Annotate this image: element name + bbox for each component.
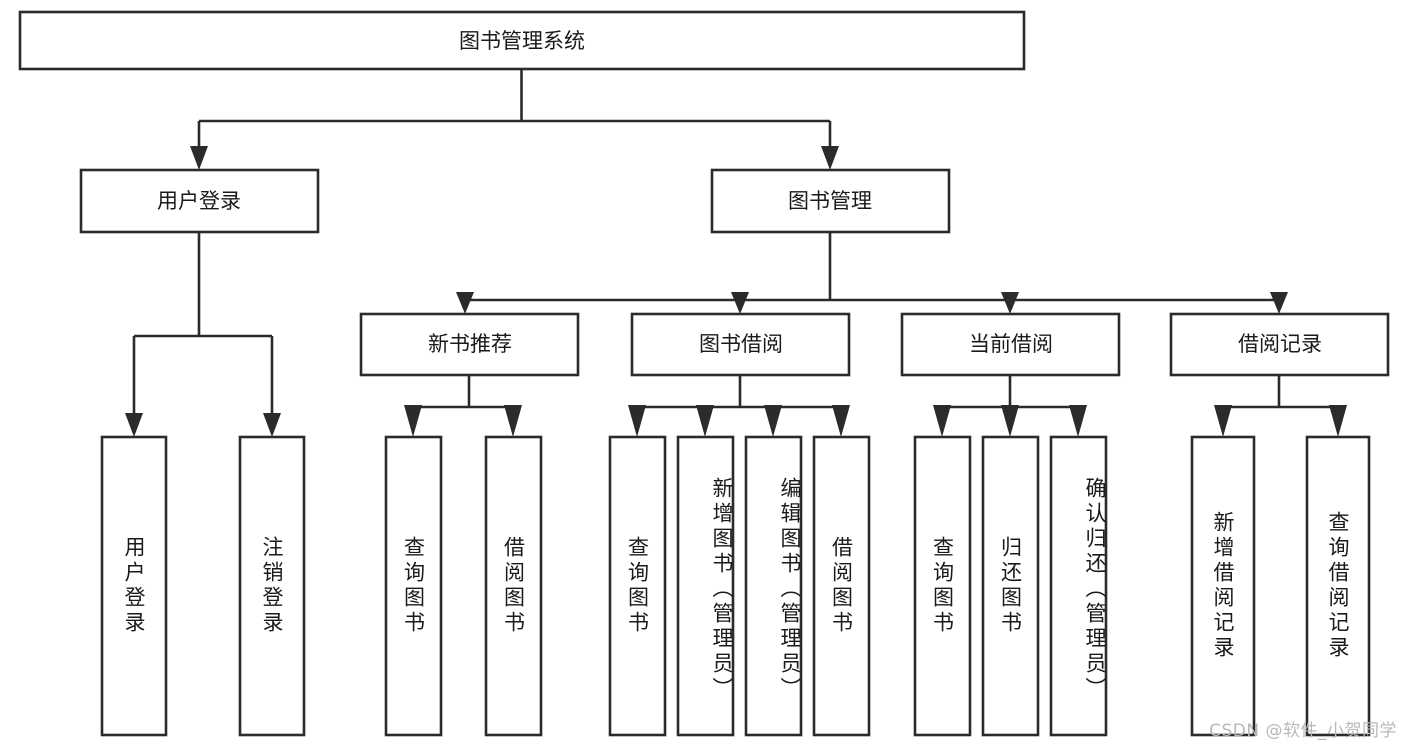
node-leaf-add-book-box[interactable] <box>676 435 735 737</box>
node-book-borrow-box[interactable] <box>630 312 851 377</box>
node-user-login-label: 用户登录 <box>157 189 241 213</box>
arrow-head-borrow-record <box>1270 292 1288 314</box>
node-root[interactable]: 图书管理系统 <box>18 10 1026 71</box>
arrow-head-leaf-borrow-book-1 <box>504 405 522 437</box>
arrow-head-user-login <box>190 146 208 170</box>
node-leaf-return-book-box[interactable] <box>981 435 1040 737</box>
node-leaf-borrow-book-2-box[interactable] <box>812 435 871 737</box>
node-leaf-user-login-box[interactable] <box>100 435 168 737</box>
node-borrow-record-box[interactable] <box>1169 312 1390 377</box>
arrow-head-new-book-recommend <box>456 292 474 314</box>
arrow-head-leaf-query-record <box>1329 405 1347 437</box>
node-new-book-recommend-label: 新书推荐 <box>428 332 512 356</box>
node-leaf-query-book-2-box[interactable] <box>608 435 667 737</box>
arrow-head-book-borrow <box>731 292 749 314</box>
node-leaf-query-book-3-box[interactable] <box>913 435 972 737</box>
node-leaf-borrow-book-1-box[interactable] <box>484 435 543 737</box>
node-leaf-add-record-box[interactable] <box>1190 435 1256 737</box>
watermark-text: CSDN @软件_小贺同学 <box>1209 721 1397 741</box>
arrow-head-leaf-query-book-3 <box>933 405 951 437</box>
arrow-head-leaf-user-logout <box>263 413 281 437</box>
node-current-borrow-label: 当前借阅 <box>969 332 1053 356</box>
arrow-head-leaf-confirm-return <box>1069 405 1087 437</box>
arrow-head-leaf-add-record <box>1214 405 1232 437</box>
leaf-box-group <box>100 435 1371 737</box>
node-book-borrow-label: 图书借阅 <box>699 332 783 356</box>
node-book-management-label: 图书管理 <box>788 189 872 213</box>
connector-group <box>125 69 1347 437</box>
node-new-book-recommend-box[interactable] <box>359 312 580 377</box>
node-leaf-edit-book-box[interactable] <box>744 435 803 737</box>
arrow-head-leaf-query-book-2 <box>628 405 646 437</box>
node-leaf-query-record-box[interactable] <box>1305 435 1371 737</box>
arrow-head-current-borrow <box>1001 292 1019 314</box>
node-leaf-query-book-1-box[interactable] <box>384 435 443 737</box>
node-leaf-user-logout-box[interactable] <box>238 435 306 737</box>
arrow-head-leaf-user-login <box>125 413 143 437</box>
node-book-borrow[interactable]: 图书借阅 <box>630 312 851 377</box>
node-user-login-box[interactable] <box>79 168 320 234</box>
node-current-borrow[interactable]: 当前借阅 <box>900 312 1121 377</box>
node-root-box[interactable] <box>18 10 1026 71</box>
arrow-head-leaf-return-book <box>1001 405 1019 437</box>
arrow-head-leaf-add-book <box>696 405 714 437</box>
node-user-login[interactable]: 用户登录 <box>79 168 320 234</box>
arrow-head-leaf-query-book-1 <box>404 405 422 437</box>
arrow-head-book-management <box>821 146 839 170</box>
node-book-management-box[interactable] <box>710 168 951 234</box>
node-borrow-record[interactable]: 借阅记录 <box>1169 312 1390 377</box>
node-new-book-recommend[interactable]: 新书推荐 <box>359 312 580 377</box>
node-leaf-confirm-return-box[interactable] <box>1049 435 1108 737</box>
node-borrow-record-label: 借阅记录 <box>1238 332 1322 356</box>
node-book-management[interactable]: 图书管理 <box>710 168 951 234</box>
node-current-borrow-box[interactable] <box>900 312 1121 377</box>
arrow-head-leaf-edit-book <box>764 405 782 437</box>
node-root-label: 图书管理系统 <box>459 29 585 53</box>
arrow-head-leaf-borrow-book-2 <box>832 405 850 437</box>
